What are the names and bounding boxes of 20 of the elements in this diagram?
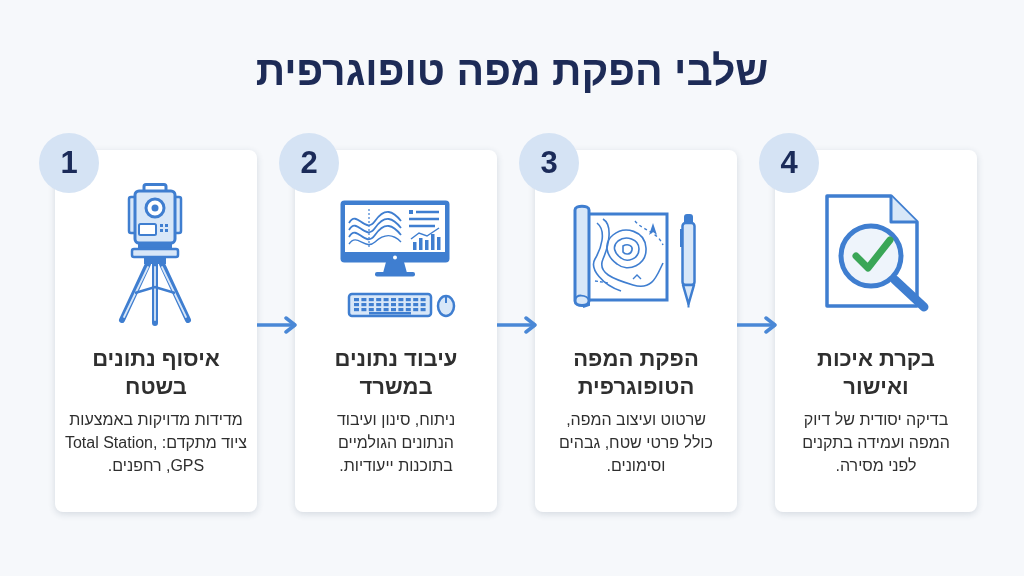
step-card (775, 150, 977, 512)
title: שלבי הפקת מפה טופוגרפית (254, 47, 770, 96)
arrow (737, 316, 777, 334)
card-heading: הפקת המפה הטופוגרפית (572, 345, 700, 401)
card-heading: עיבוד נתונים במשרד (333, 345, 459, 401)
arrow (497, 316, 537, 334)
card-heading: איסוף נתונים בשטח (91, 345, 221, 401)
number-circle: 3 (519, 133, 579, 193)
number-circle: 1 (39, 133, 99, 193)
number-circle: 2 (279, 133, 339, 193)
card-text: בדיקה יסודית של דיוק המפה ועמידה בתקנים לפני מסירה. (801, 410, 951, 476)
step-card (55, 150, 257, 512)
step-card (295, 150, 497, 512)
card-heading: בקרת איכות ואישור (816, 345, 936, 401)
card-text: ניתוח, סינון ועיבוד הנתונים הגולמיים בתוכנות ייעודיות. (335, 410, 457, 476)
card-text: שרטוט ועיצוב המפה, כולל פרטי שטח, גבהים וסימונים. (558, 410, 714, 476)
card-text: מדידות מדויקות באמצעות ציוד מתקדם: Total Station, GPS, רחפנים. (63, 410, 249, 476)
step-card (535, 150, 737, 512)
number-circle: 4 (759, 133, 819, 193)
arrow (257, 316, 297, 334)
